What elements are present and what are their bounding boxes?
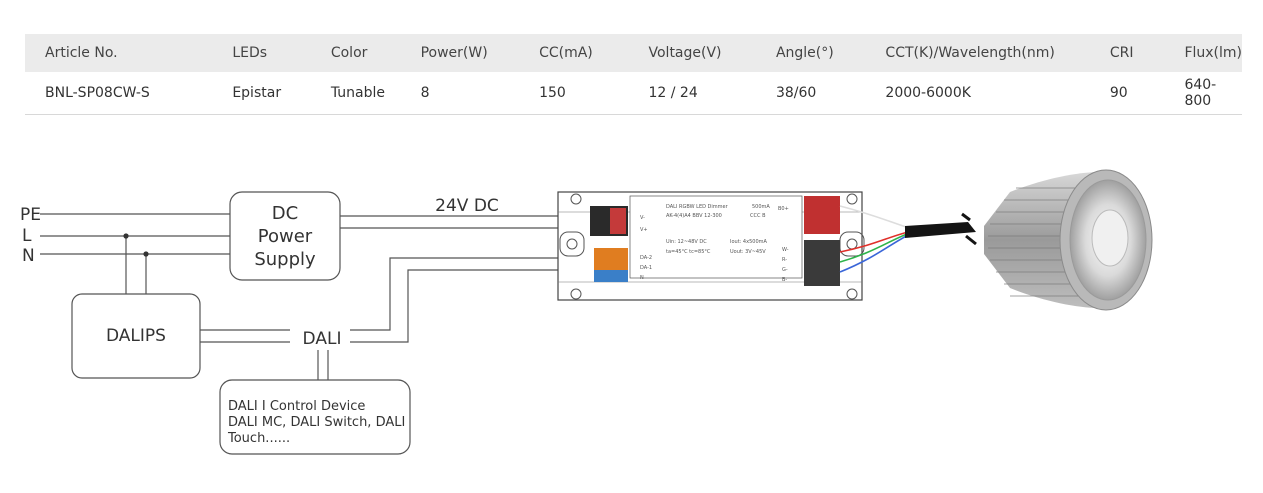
header-cell: Article No. [25, 34, 213, 72]
table-cell: 38/60 [755, 72, 866, 115]
table-cell: 2000-6000K [865, 72, 1090, 115]
power-supply-line1: DC [272, 203, 298, 224]
dali-bus-wires [200, 257, 600, 380]
dc-voltage-label: 24V DC [435, 196, 499, 216]
pe-label: PE [20, 205, 41, 225]
junction-dot [143, 251, 149, 257]
table-header-row: Article No. LEDs Color Power(W) CC(mA) V… [25, 34, 1242, 72]
header-cell: Color [310, 34, 401, 72]
dalips-box: DALIPS [71, 293, 201, 379]
dimmer-common-terminal: B0+ [778, 206, 789, 212]
output-terminal-red [804, 196, 840, 234]
cable-clamp [559, 231, 585, 257]
header-cell: Power(W) [400, 34, 520, 72]
table-cell: BNL-SP08CW-S [25, 72, 213, 115]
header-cell: CRI [1089, 34, 1165, 72]
terminal-da2: DA-2 [640, 255, 652, 261]
control-device-line2: DALI MC, DALI Switch, DALI [228, 415, 405, 430]
terminal-da1: DA-1 [640, 265, 652, 271]
dimmer-ccc: CCC B [750, 213, 766, 219]
mains-wires [40, 213, 230, 294]
dimmer-iout: Iout: 4x500mA [730, 239, 767, 245]
dimmer-uout: Uout: 3V~45V [730, 249, 766, 255]
dalips-label: DALIPS [106, 326, 166, 346]
terminal-b: B- [782, 277, 787, 283]
junction-dot [123, 233, 129, 239]
power-supply-line3: Supply [254, 249, 316, 270]
terminal-g: G- [782, 267, 788, 273]
header-cell: CCT(K)/Wavelength(nm) [865, 34, 1090, 72]
terminal-v-minus: V- [640, 215, 645, 221]
dimmer-title: DALI RGBW LED Dimmer [666, 204, 729, 210]
dali-terminal [594, 248, 628, 262]
cable-break-mark [961, 212, 977, 246]
header-cell: Angle(°) [755, 34, 866, 72]
header-cell: Flux(lm) [1164, 34, 1242, 72]
control-device-line1: DALI I Control Device [228, 399, 365, 414]
table-cell: Tunable [310, 72, 401, 115]
n-label: N [22, 246, 35, 266]
control-device-line3: Touch...... [227, 431, 290, 446]
mounting-hole [846, 193, 858, 205]
power-supply-line2: Power [258, 226, 313, 247]
spec-table: Article No. LEDs Color Power(W) CC(mA) V… [25, 34, 1242, 115]
dali-control-device: DALI I Control Device DALI MC, DALI Swit… [219, 379, 411, 455]
led-lamp-image [984, 169, 1153, 311]
dc-wires [340, 215, 590, 229]
lamp-cable [905, 222, 976, 238]
dali-dimmer-module: DALI RGBW LED Dimmer 500mA B0+ AK-4(4)A4… [557, 191, 865, 301]
terminal-w: W- [782, 247, 789, 253]
table-cell: Epistar [212, 72, 311, 115]
terminal-r: R- [782, 257, 787, 263]
header-cell: LEDs [212, 34, 311, 72]
output-terminal-grey [804, 240, 840, 286]
table-cell: 90 [1089, 72, 1165, 115]
mounting-hole [846, 288, 858, 300]
dc-power-supply: DC Power Supply [229, 191, 341, 281]
table-row: BNL-SP08CW-S Epistar Tunable 8 150 12 / … [25, 72, 1242, 115]
table-cell: 8 [400, 72, 520, 115]
table-cell: 640-800 [1164, 72, 1242, 115]
dimmer-temp: ta=45°C tc=85°C [666, 249, 711, 255]
dimmer-vin: Uin: 12~48V DC [666, 239, 707, 245]
dimmer-current: 500mA [752, 204, 770, 210]
mounting-hole [570, 193, 582, 205]
dimmer-model: AK-4(4)A4 BBV 12-300 [666, 213, 722, 219]
table-cell: 12 / 24 [628, 72, 756, 115]
l-label: L [22, 226, 32, 246]
terminal-n: N [640, 275, 644, 281]
header-cell: Voltage(V) [628, 34, 756, 72]
terminal-v-plus: V+ [640, 227, 648, 233]
dali-label: DALI [303, 329, 342, 349]
header-cell: CC(mA) [519, 34, 629, 72]
mounting-hole [570, 288, 582, 300]
table-cell: 150 [519, 72, 629, 115]
